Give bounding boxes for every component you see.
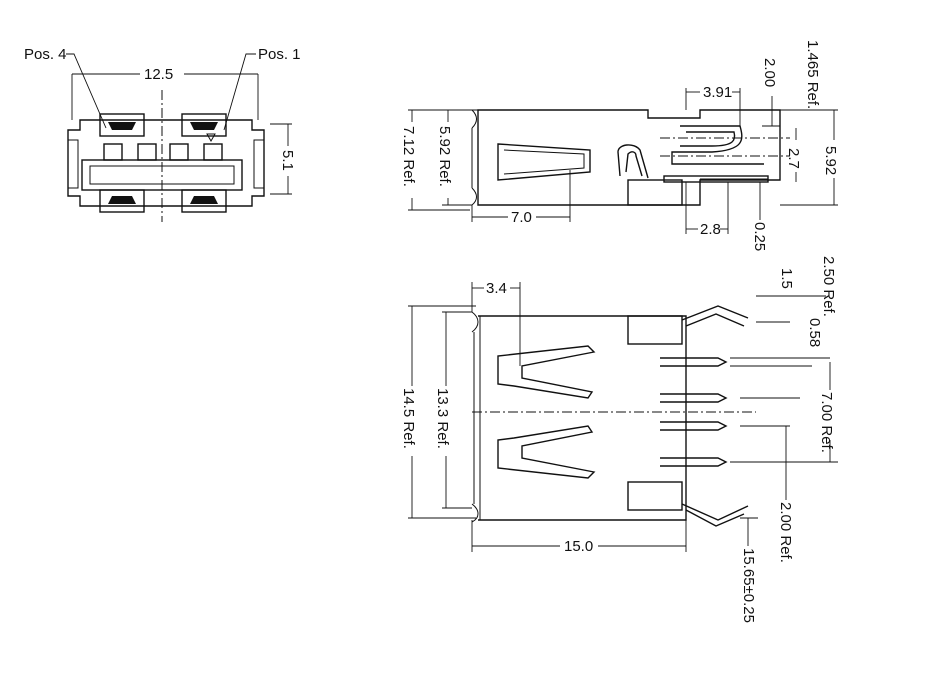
dim-7-12-ref: 7.12 Ref. [400,126,417,187]
dim-5-92-ref: 5.92 Ref. [436,126,453,187]
dim-13-3-ref: 13.3 Ref. [434,388,451,449]
side-housing [477,109,781,206]
dim-0-25: 0.25 [751,222,768,251]
top-leg-upper [681,305,749,327]
front-right-lug [253,139,265,189]
dim-1-465: 1.465 Ref. [804,40,821,109]
top-leg-lower [681,503,749,527]
top-housing [478,315,687,521]
dim-1-5: 1.5 [778,268,795,289]
front-left-lug [67,139,79,189]
side-pin-block [627,179,683,206]
front-contact-4 [103,143,123,161]
dim-0-58: 0.58 [806,318,823,347]
front-contact-2 [169,143,189,161]
top-block-upper [627,315,683,345]
dim-7-00-ref: 7.00 Ref. [818,392,835,453]
side-dim-2-00: 2.00 [761,58,778,87]
pin1-marker-icon [206,133,216,143]
dim-2-00-ref: 2.00 Ref. [777,502,794,563]
front-height-dim: 5.1 [279,150,296,171]
dim-2-8: 2.8 [700,221,721,238]
top-block-lower [627,481,683,511]
dim-14-5-ref: 14.5 Ref. [400,388,417,449]
front-width-dim: 12.5 [144,66,173,83]
pos1-label: Pos. 1 [258,46,301,63]
top-pins [660,357,728,467]
top-view: 3.4 1.5 2.50 Ref. 0.58 7.00 Ref. 2.00 Re… [400,256,838,623]
dim-3-4: 3.4 [486,280,507,297]
dim-15-65: 15.65±0.25 [740,548,757,623]
pos4-label: Pos. 4 [24,46,67,63]
front-outer-body [67,119,265,207]
dim-5-92: 5.92 [822,146,839,175]
side-spring-left [497,143,591,181]
dim-3-91: 3.91 [703,84,732,101]
front-tab-top-left [99,113,145,137]
dim-7-0: 7.0 [511,209,532,226]
front-contact-3 [137,143,157,161]
front-tab-top-right [181,113,227,137]
side-view: 3.91 2.00 1.465 Ref. 5.92 2.7 7.12 Ref. … [400,40,839,251]
top-spring-upper [497,345,596,399]
front-view: Pos. 4 Pos. 1 12.5 5.1 [24,46,301,222]
dim-15-0: 15.0 [564,538,593,555]
front-contact-1 [203,143,223,161]
top-spring-lower [497,425,596,479]
dim-2-50-ref: 2.50 Ref. [820,256,837,317]
side-contact-curl [617,144,649,179]
dim-2-7: 2.7 [785,148,802,169]
